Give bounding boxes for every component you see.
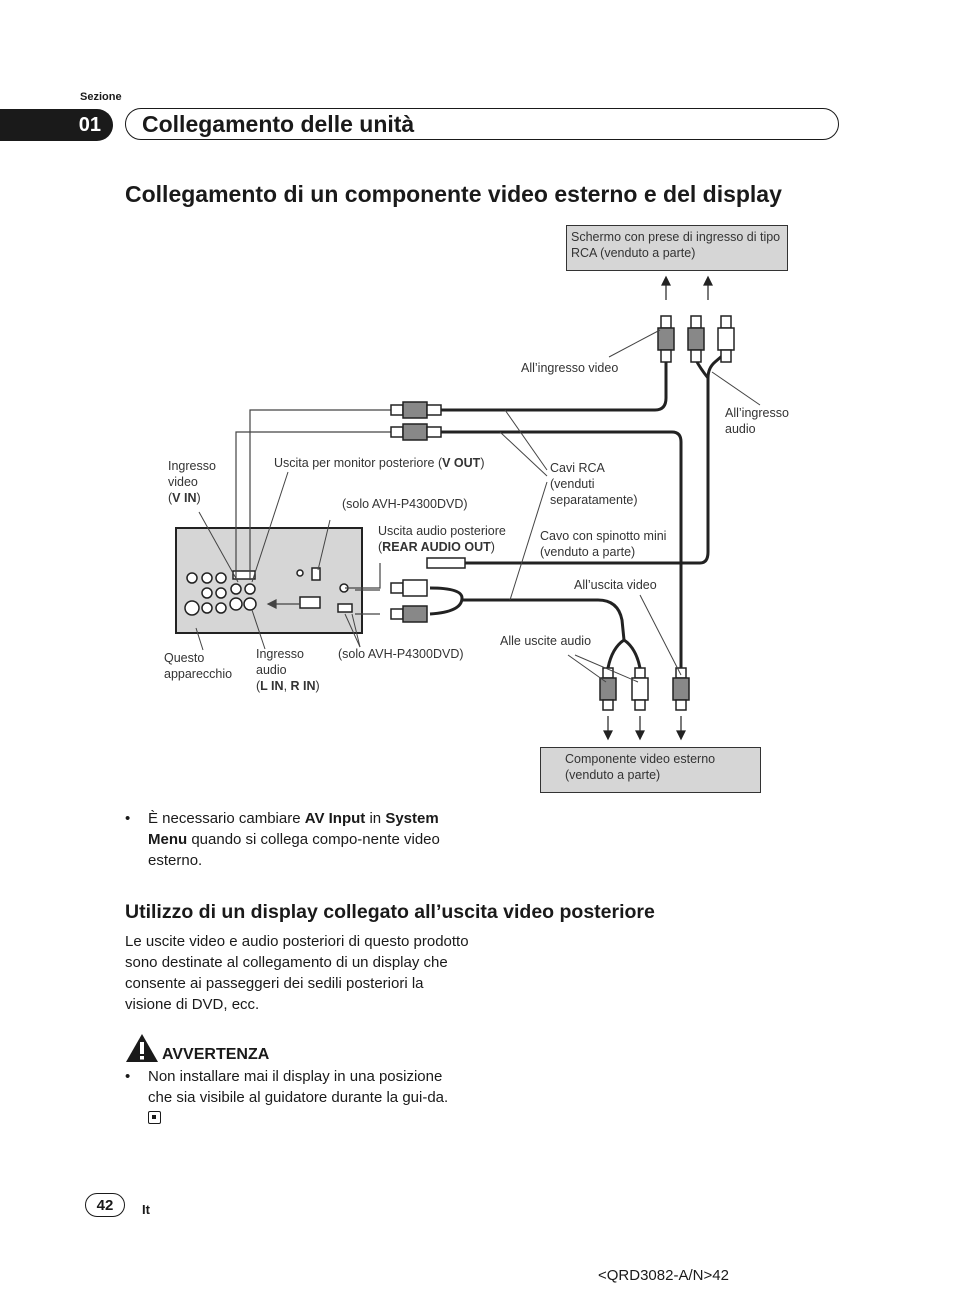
- sub-heading: Utilizzo di un display collegato all’usc…: [125, 901, 655, 923]
- warning-title: AVVERTENZA: [162, 1046, 270, 1063]
- label-rear-audio: Uscita audio posteriore(REAR AUDIO OUT): [378, 524, 506, 554]
- v-in-label: V IN: [172, 491, 197, 505]
- label-cavi-rca: Cavi RCA (venduti separatamente): [550, 461, 638, 507]
- body-paragraph: Le uscite video e audio posteriori di qu…: [125, 933, 469, 1013]
- page-number: 42: [85, 1193, 125, 1217]
- display-box: Schermo con prese di ingresso di tipo RC…: [566, 225, 788, 271]
- v-out-label: V OUT: [442, 456, 481, 470]
- label-solo-1: (solo AVH-P4300DVD): [342, 497, 468, 511]
- document-code: <QRD3082-A/N>42: [598, 1267, 729, 1284]
- language-code: It: [142, 1202, 150, 1217]
- warning-triangle-icon: [126, 1034, 158, 1062]
- label-video-input: All’ingresso video: [521, 361, 619, 375]
- l-in-label: L IN: [260, 679, 284, 693]
- page-title: Collegamento di un componente video este…: [125, 181, 782, 207]
- stop-square-icon: [148, 1111, 161, 1124]
- section-title: Collegamento delle unità: [142, 110, 415, 137]
- label-solo-2: (solo AVH-P4300DVD): [338, 647, 464, 661]
- external-video-box: Componente video esterno (venduto a part…: [540, 747, 761, 793]
- label-video-output: All’uscita video: [574, 578, 657, 592]
- section-title-bar: Collegamento delle unità: [125, 108, 839, 140]
- warning-bullet: • Non installare mai il display in una p…: [125, 1066, 465, 1129]
- label-mini-cable: Cavo con spinotto mini (venduto a parte): [540, 529, 667, 559]
- label-audio-outputs: Alle uscite audio: [500, 634, 592, 648]
- section-label: Sezione: [80, 91, 122, 103]
- label-ingresso-video: Ingresso video(V IN): [168, 459, 216, 505]
- section-number: 01: [0, 109, 113, 141]
- label-audio-input: All’ingresso audio: [725, 406, 789, 436]
- note-bullet: • È necessario cambiare AV Input in Syst…: [125, 810, 440, 869]
- label-this-unit: Questo apparecchio: [164, 651, 233, 681]
- rear-audio-out-label: REAR AUDIO OUT: [382, 540, 491, 554]
- r-in-label: R IN: [290, 679, 316, 693]
- label-ingresso-audio: Ingresso audio(L IN, R IN): [256, 647, 320, 693]
- label-monitor-out: Uscita per monitor posteriore (V OUT): [274, 456, 485, 470]
